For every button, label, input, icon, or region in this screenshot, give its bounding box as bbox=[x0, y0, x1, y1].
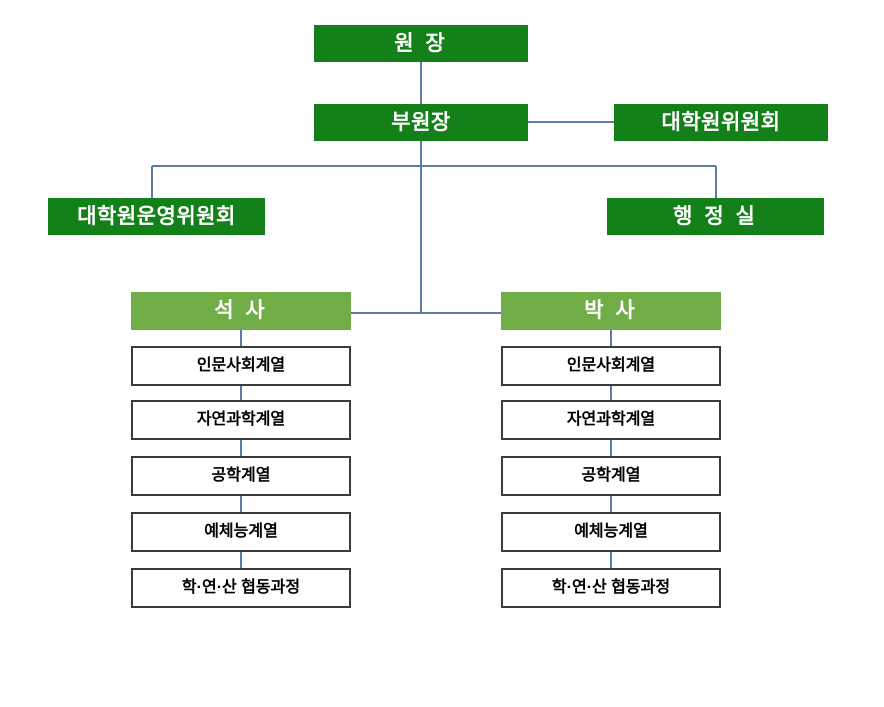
node-graduate-committee[interactable]: 대학원위원회 bbox=[614, 104, 828, 141]
node-doctoral-program-4[interactable]: 예체능계열 bbox=[501, 512, 721, 552]
node-masters-program-3[interactable]: 공학계열 bbox=[131, 456, 351, 496]
node-masters-program-5[interactable]: 학·연·산 협동과정 bbox=[131, 568, 351, 608]
node-doctoral-program-3[interactable]: 공학계열 bbox=[501, 456, 721, 496]
node-masters-program-1[interactable]: 인문사회계열 bbox=[131, 346, 351, 386]
node-masters-program-4[interactable]: 예체능계열 bbox=[131, 512, 351, 552]
node-director[interactable]: 원 장 bbox=[314, 25, 528, 62]
node-doctoral-program-5[interactable]: 학·연·산 협동과정 bbox=[501, 568, 721, 608]
node-masters[interactable]: 석 사 bbox=[131, 292, 351, 330]
node-doctoral-program-1[interactable]: 인문사회계열 bbox=[501, 346, 721, 386]
node-doctoral[interactable]: 박 사 bbox=[501, 292, 721, 330]
node-graduate-operating-committee[interactable]: 대학원운영위원회 bbox=[48, 198, 265, 235]
node-doctoral-program-2[interactable]: 자연과학계열 bbox=[501, 400, 721, 440]
node-vice-director[interactable]: 부원장 bbox=[314, 104, 528, 141]
node-administration-office[interactable]: 행 정 실 bbox=[607, 198, 824, 235]
node-masters-program-2[interactable]: 자연과학계열 bbox=[131, 400, 351, 440]
